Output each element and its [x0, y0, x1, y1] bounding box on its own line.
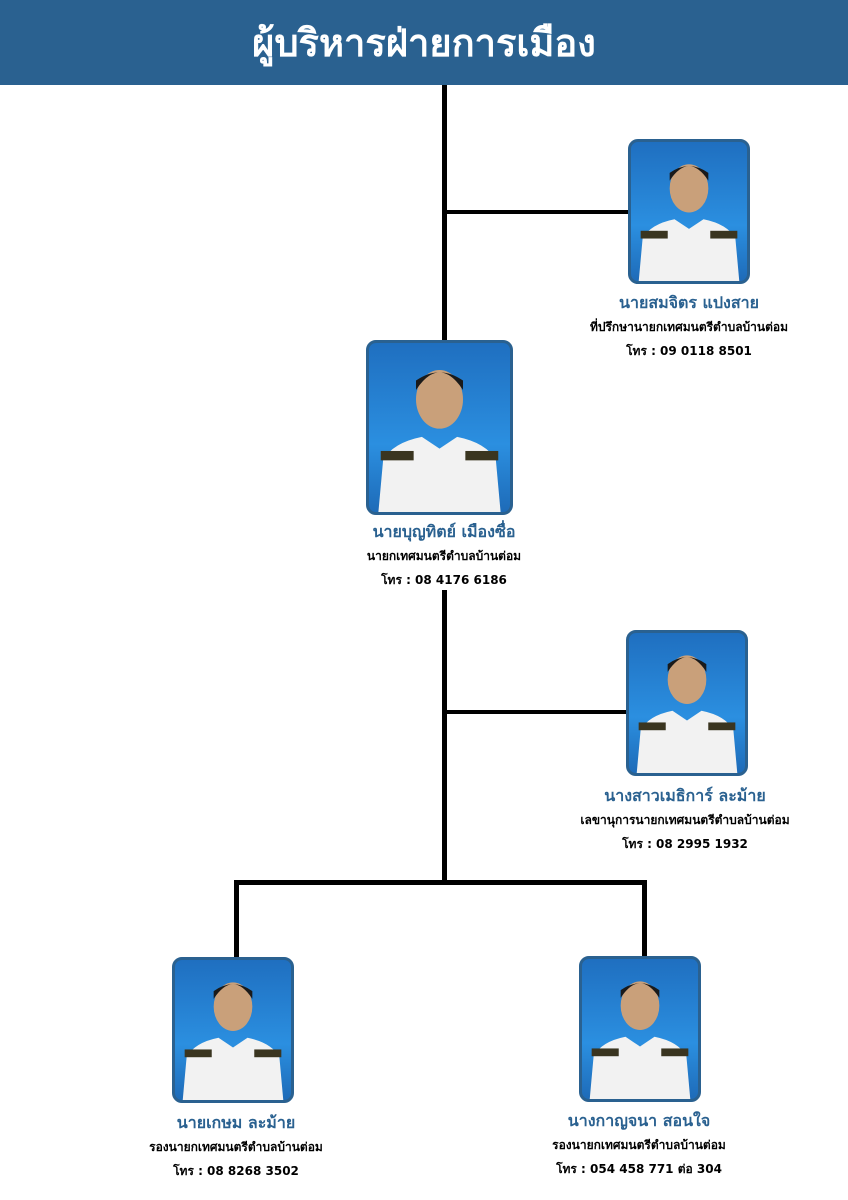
person-role: ที่ปรึกษานายกเทศมนตรีตำบลบ้านต่อม — [589, 320, 789, 334]
person-name: นายบุญทิตย์ เมืองซื่อ — [372, 522, 516, 541]
person-card-secretary: นางสาวเมธิการ์ ละม้าย เลขานุการนายกเทศมน… — [525, 786, 845, 852]
person-name: นางกาญจนา สอนใจ — [567, 1111, 711, 1130]
photo-mayor — [366, 340, 513, 515]
connector-line — [444, 710, 629, 714]
person-name: นายสมจิตร แปงสาย — [619, 293, 759, 312]
person-role: เลขานุการนายกเทศมนตรีตำบลบ้านต่อม — [580, 813, 790, 827]
connector-line — [442, 590, 447, 884]
photo-deputy-1 — [172, 957, 294, 1103]
connector-line — [234, 880, 647, 885]
connector-line — [642, 880, 647, 959]
page-header: ผู้บริหารฝ่ายการเมือง — [0, 0, 848, 85]
photo-deputy-2 — [579, 956, 701, 1102]
photo-advisor — [628, 139, 750, 284]
person-name: นางสาวเมธิการ์ ละม้าย — [604, 786, 766, 805]
person-role: นายกเทศมนตรีตำบลบ้านต่อม — [366, 549, 522, 563]
photo-secretary — [626, 630, 748, 776]
person-phone: โทร : 054 458 771 ต่อ 304 — [556, 1162, 722, 1176]
person-phone: โทร : 09 0118 8501 — [626, 344, 752, 358]
person-phone: โทร : 08 4176 6186 — [381, 573, 507, 587]
person-phone: โทร : 08 8268 3502 — [173, 1164, 299, 1178]
person-phone: โทร : 08 2995 1932 — [622, 837, 748, 851]
person-card-mayor: นายบุญทิตย์ เมืองซื่อ นายกเทศมนตรีตำบลบ้… — [284, 522, 604, 588]
person-name: นายเกษม ละม้าย — [176, 1113, 296, 1132]
connector-line — [234, 880, 239, 960]
connector-line — [444, 210, 630, 214]
page-title: ผู้บริหารฝ่ายการเมือง — [252, 21, 596, 65]
person-card-advisor: นายสมจิตร แปงสาย ที่ปรึกษานายกเทศมนตรีตำ… — [529, 293, 848, 359]
person-card-deputy-2: นางกาญจนา สอนใจ รองนายกเทศมนตรีตำบลบ้านต… — [479, 1111, 799, 1177]
person-role: รองนายกเทศมนตรีตำบลบ้านต่อม — [149, 1140, 323, 1154]
person-card-deputy-1: นายเกษม ละม้าย รองนายกเทศมนตรีตำบลบ้านต่… — [76, 1113, 396, 1179]
person-role: รองนายกเทศมนตรีตำบลบ้านต่อม — [552, 1138, 726, 1152]
